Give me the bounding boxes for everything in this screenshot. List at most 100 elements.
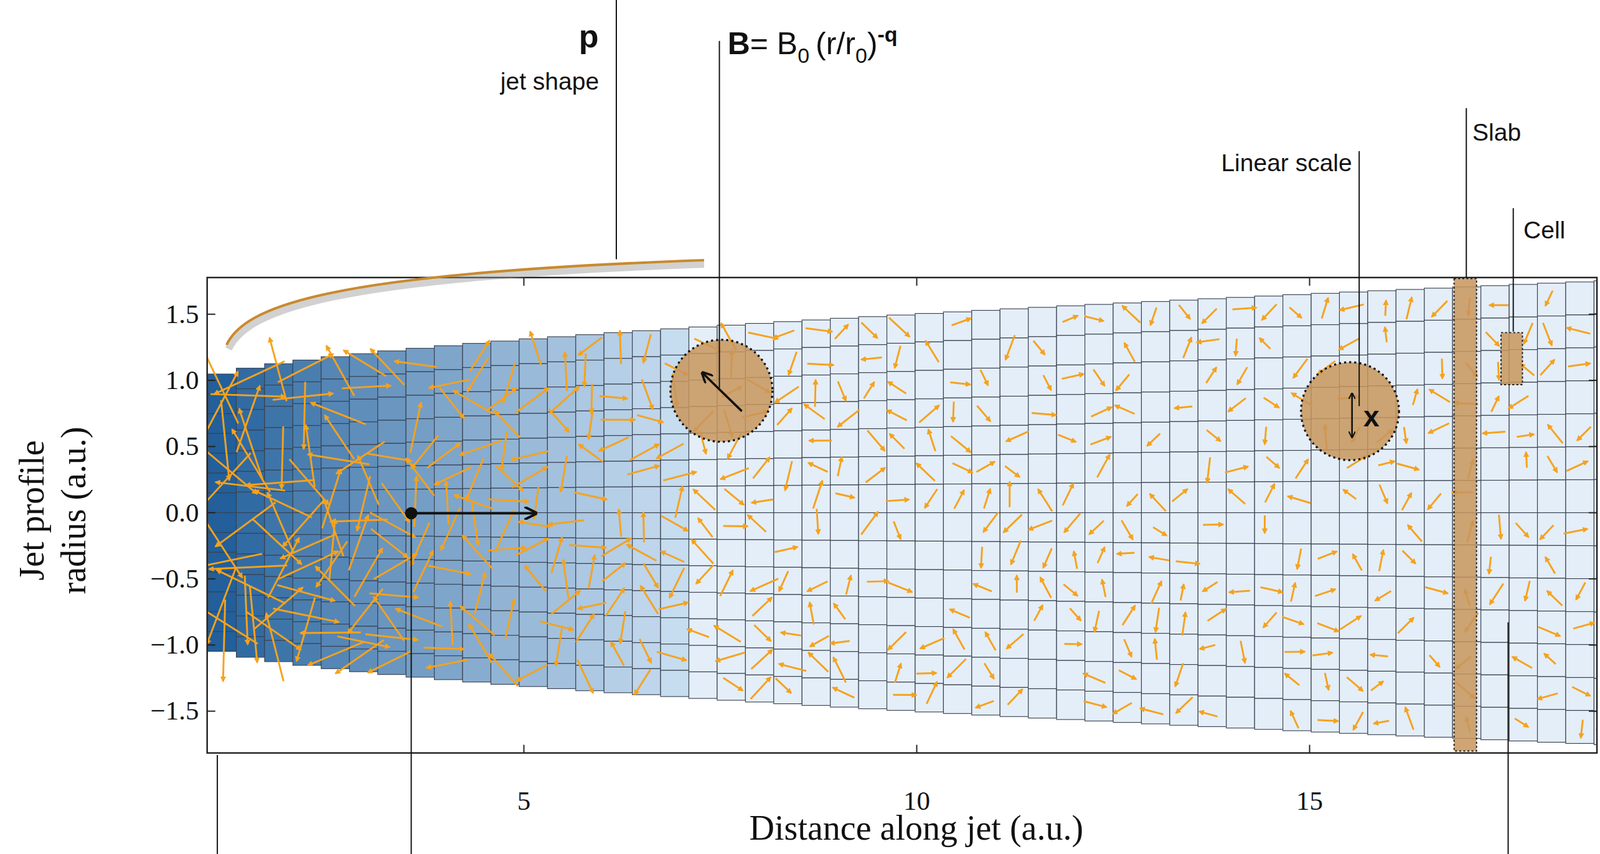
jet-cell — [1367, 512, 1396, 545]
field-arrow — [1263, 397, 1280, 408]
field-arrow — [1034, 605, 1043, 621]
jet-cell — [745, 674, 774, 702]
field-arrow — [1084, 316, 1104, 322]
jet-cell — [603, 358, 632, 385]
field-arrow — [569, 544, 607, 548]
jet-cell — [1395, 672, 1424, 705]
jet-cell — [377, 536, 406, 560]
field-arrow — [1540, 359, 1555, 376]
field-arrow — [281, 426, 284, 489]
field-arrow — [601, 538, 632, 557]
field-arrow — [1228, 489, 1246, 505]
field-arrow — [1340, 616, 1361, 631]
jet-cell — [1424, 448, 1453, 482]
field-arrow — [630, 444, 660, 461]
tick-label: 1.0 — [165, 365, 200, 395]
jet-cell — [887, 597, 916, 626]
jet-cell — [971, 599, 1000, 629]
field-arrow — [1540, 525, 1554, 540]
jet-cell — [858, 653, 887, 682]
field-arrow — [1515, 522, 1530, 538]
field-arrow — [1576, 582, 1586, 601]
velocity-arrow — [411, 511, 535, 515]
field-arrow — [1031, 413, 1056, 416]
field-arrow — [916, 463, 936, 481]
jet-cell — [1395, 512, 1424, 545]
jet-cell — [264, 448, 293, 471]
field-arrow — [539, 621, 574, 631]
jet-cell — [915, 427, 944, 456]
formula-part: (r/r — [815, 26, 856, 62]
field-arrow — [832, 687, 855, 698]
jet-cell — [1169, 573, 1198, 604]
jet-cell — [999, 600, 1028, 630]
jet-cell — [1169, 664, 1198, 696]
jet-cell — [1226, 297, 1255, 329]
jet-cell — [1283, 356, 1312, 388]
jet-cell — [1367, 639, 1396, 672]
field-arrow — [1040, 577, 1051, 599]
field-arrow — [693, 489, 716, 510]
jet-cell — [745, 431, 774, 459]
field-arrow — [785, 461, 792, 491]
jet-cell — [1565, 710, 1594, 744]
jet-cell — [1197, 512, 1226, 544]
field-arrow — [1343, 489, 1357, 500]
jet-cell — [1169, 634, 1198, 665]
jet-cell — [830, 456, 859, 485]
jet-cell — [943, 627, 972, 657]
field-arrow — [752, 457, 770, 479]
jet-cell — [1565, 677, 1594, 711]
jet-cell — [1113, 542, 1142, 573]
field-arrow — [439, 387, 465, 419]
jet-cell — [405, 418, 434, 443]
jet-cell — [1424, 416, 1453, 449]
jet-cell — [830, 679, 859, 708]
jet-cell — [1085, 602, 1114, 632]
field-arrow — [1263, 612, 1277, 628]
jet-cell — [745, 485, 774, 513]
jet-cell — [632, 512, 661, 540]
field-arrow — [1407, 525, 1422, 542]
field-arrow — [1196, 339, 1220, 343]
jet-cell — [547, 387, 576, 413]
jet-cell — [1056, 453, 1085, 484]
field-arrow — [1537, 693, 1558, 700]
jet-cell — [1481, 512, 1510, 546]
field-arrow — [599, 395, 628, 399]
field-arrow — [370, 348, 405, 385]
field-arrow — [282, 500, 324, 547]
field-arrow — [1385, 327, 1388, 343]
field-arrow — [354, 548, 383, 598]
jet-cell — [801, 567, 830, 596]
jet-cell — [264, 427, 293, 449]
field-arrow — [1370, 681, 1384, 692]
jet-cell — [717, 486, 746, 513]
jet-cell — [999, 687, 1028, 717]
jet-cell — [773, 349, 802, 377]
field-arrow — [1499, 514, 1502, 540]
jet-cell — [1254, 326, 1283, 358]
field-arrow — [308, 641, 365, 666]
field-arrow — [888, 582, 913, 593]
field-arrow — [807, 363, 834, 365]
jet-cell — [971, 657, 1000, 687]
jet-cell — [405, 348, 434, 372]
jet-cell — [1311, 701, 1340, 733]
field-arrow — [1202, 582, 1218, 592]
jet-cell — [887, 625, 916, 654]
field-arrow — [837, 381, 847, 401]
jet-cell — [1197, 574, 1226, 605]
field-arrow — [1412, 389, 1417, 405]
tick-label: 1.5 — [165, 299, 200, 329]
jet-cell — [462, 343, 491, 368]
jet-cell — [462, 658, 491, 683]
jet-cell — [1169, 512, 1198, 544]
field-arrow — [341, 385, 391, 389]
field-arrow — [373, 597, 405, 641]
jet-cell — [1113, 662, 1142, 693]
field-arrow — [1545, 290, 1553, 307]
jet-cell — [1197, 329, 1226, 360]
jet-cell — [858, 400, 887, 429]
plot-frame — [207, 277, 1597, 754]
